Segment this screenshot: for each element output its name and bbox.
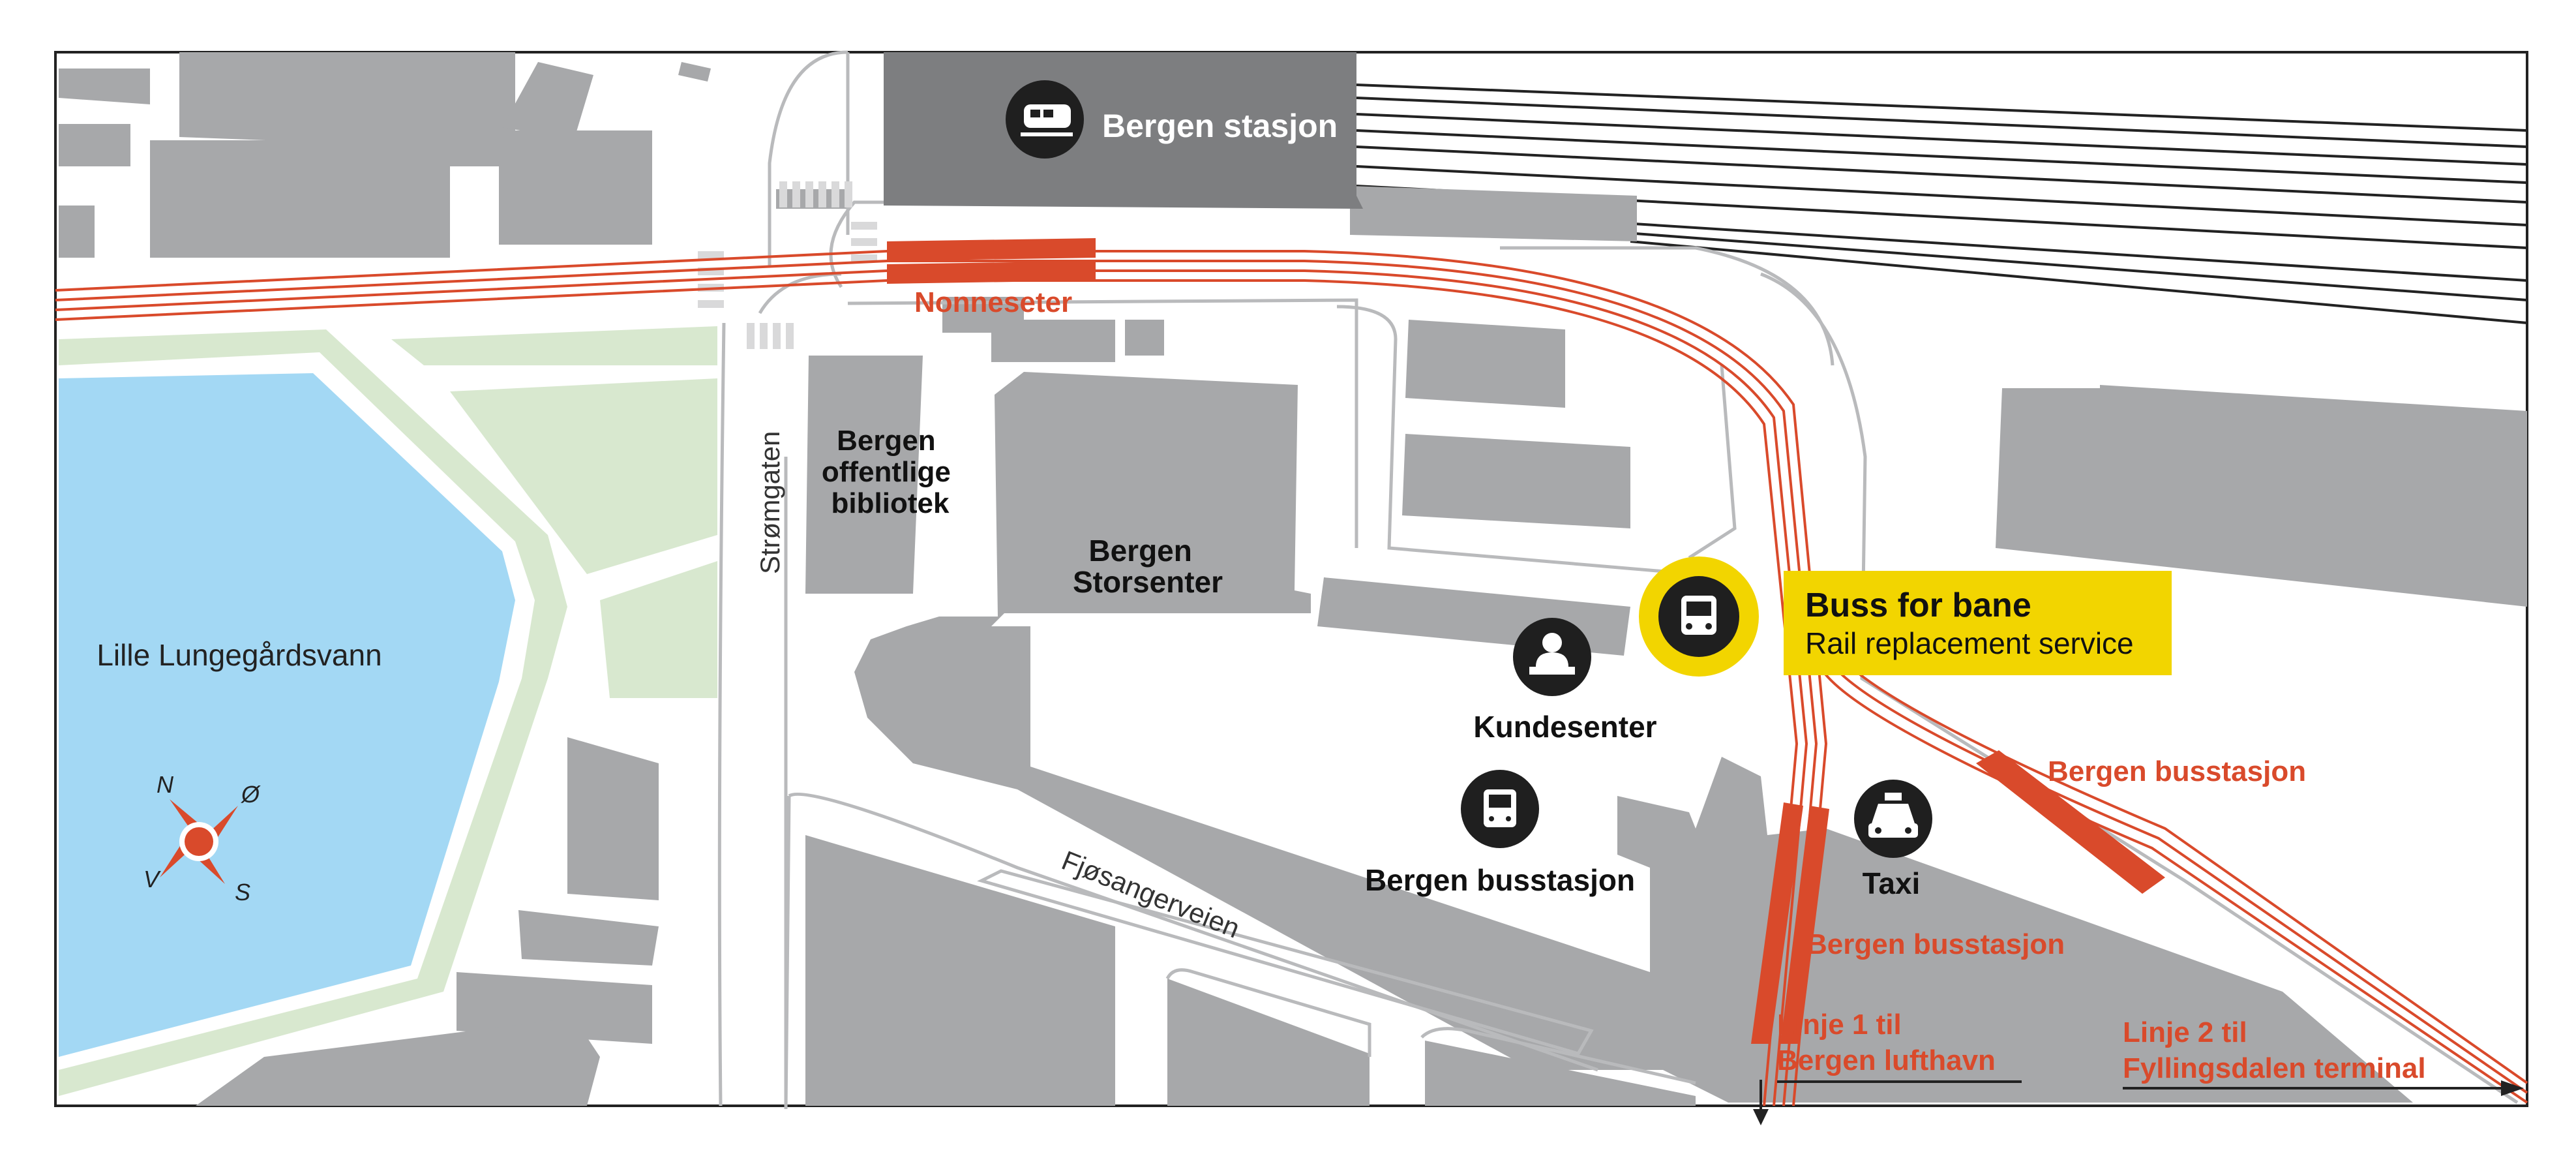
label-storsenter-line2: Storsenter (1073, 565, 1223, 599)
label-bergen-busstasjon: Bergen busstasjon (1365, 863, 1635, 897)
park-areas (59, 326, 717, 1096)
compass-south: S (235, 879, 250, 906)
label-storsenter: Bergen Storsenter (1073, 534, 1223, 599)
label-storsenter-line1: Bergen (1088, 534, 1191, 568)
callout-title: Buss for bane (1805, 587, 2031, 624)
street-label-stromgaten: Strømgaten (755, 431, 785, 574)
label-nonneseter: Nonneseter (914, 286, 1072, 318)
railway-tracks (1356, 84, 2528, 324)
crosswalks (698, 181, 877, 349)
label-line2-row1: Linje 2 til (2123, 1016, 2247, 1048)
callout-buss-for-bane: Buss for bane Rail replacement service (1784, 571, 2172, 675)
label-taxi: Taxi (1863, 866, 1921, 900)
rail-replacement-bus-icon[interactable] (1639, 556, 1759, 677)
label-light-rail-stop-b: Bergen busstasjon (1806, 928, 2065, 960)
arrow-down-icon (1753, 1080, 1769, 1125)
taxi-icon (1854, 780, 1932, 858)
label-line2-row2: Fyllingsdalen terminal (2123, 1052, 2426, 1084)
person-desk-icon (1513, 618, 1591, 696)
compass-east: Ø (241, 781, 261, 808)
tram-platforms (887, 238, 2165, 1044)
label-line1: Linje 1 til Bergen lufthavn (1777, 1009, 1996, 1076)
buildings (59, 52, 2527, 1106)
lake-water (59, 373, 515, 1057)
label-library-line1: Bergen (837, 425, 936, 457)
label-light-rail-stop-a: Bergen busstasjon (2048, 755, 2306, 787)
label-line2: Linje 2 til Fyllingsdalen terminal (2123, 1016, 2426, 1084)
arrow-right-icon (2501, 1080, 2524, 1096)
road-outlines (717, 50, 2519, 1110)
callout-subtitle: Rail replacement service (1805, 626, 2134, 660)
label-library-line2: offentlige (822, 456, 951, 488)
label-line1-row2: Bergen lufthavn (1777, 1044, 1996, 1076)
label-library-line3: bibliotek (831, 487, 950, 519)
train-icon (1006, 80, 1084, 159)
station-building (884, 52, 1363, 209)
label-lake: Lille Lungegårdsvann (97, 638, 382, 672)
label-bergen-stasjon: Bergen stasjon (1102, 108, 1338, 144)
bus-icon (1461, 770, 1539, 848)
compass-north: N (157, 771, 174, 798)
compass-west: V (143, 866, 161, 892)
label-library: Bergen offentlige bibliotek (822, 425, 959, 519)
label-line1-row1: Linje 1 til (1777, 1009, 1902, 1041)
compass-icon: N Ø S V (143, 771, 261, 906)
label-kundesenter: Kundesenter (1473, 710, 1656, 744)
